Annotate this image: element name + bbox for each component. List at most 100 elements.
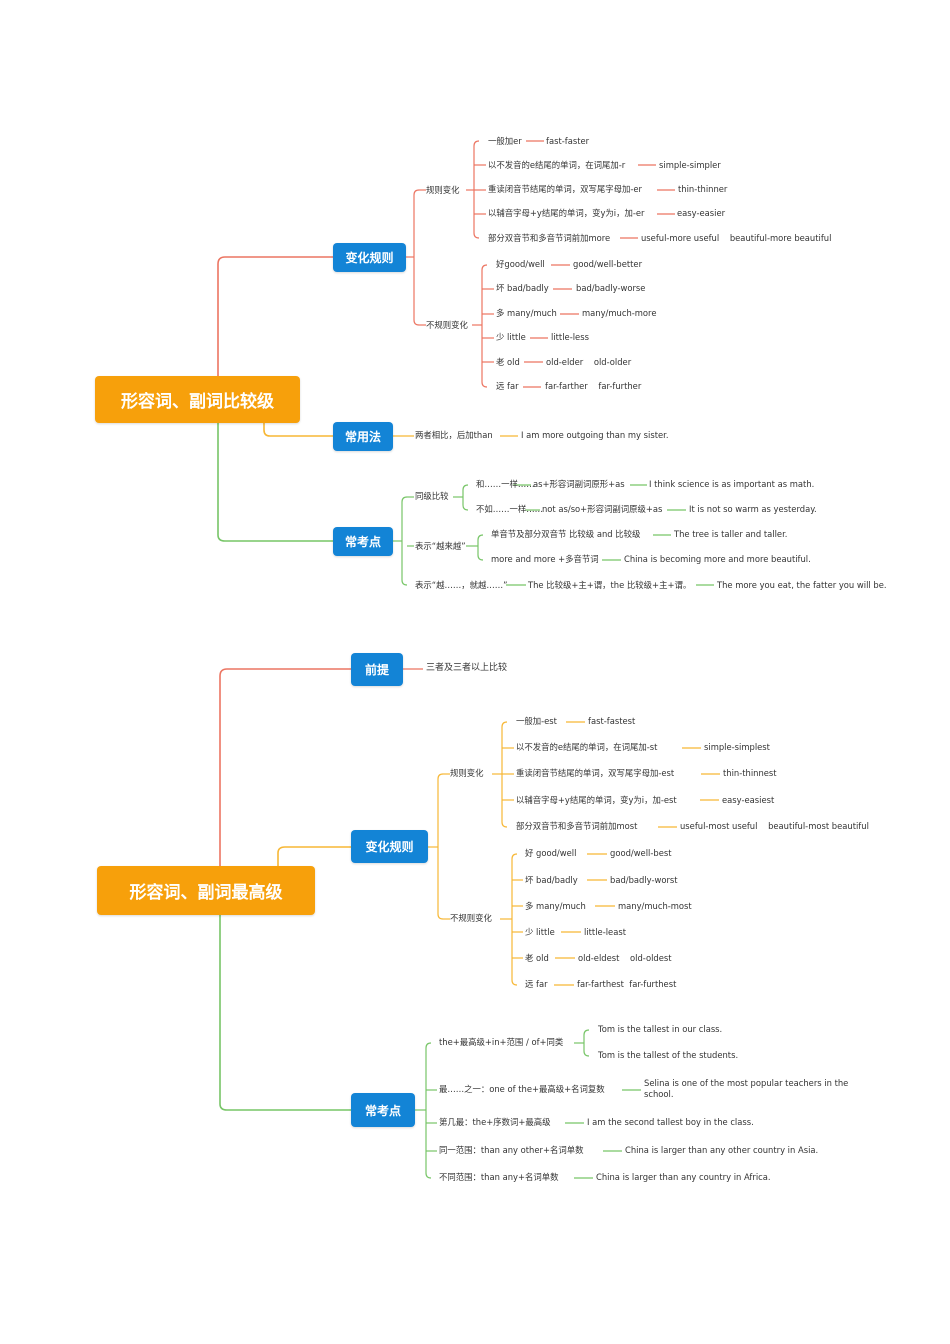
rule-item: 少 little [496,332,526,342]
connector [425,1042,432,1179]
example-item: bad/badly-worse [576,283,646,293]
connector [219,915,351,1111]
example-item: simple-simplest [704,742,770,752]
example-item: The more you eat, the fatter you will be… [717,580,887,590]
key-point-rule: 同一范围：than any other+名词单数 [439,1145,584,1155]
rule-item: 少 little [525,927,555,937]
connector [401,496,408,586]
example-item: far-farther far-further [545,381,642,391]
rule-item: 和……一样…… [476,479,535,489]
key-point-rule: 不同范围：than any+名词单数 [439,1172,559,1182]
rule-item: 好good/well [496,259,545,269]
connector [437,773,444,920]
example-item: Tom is the tallest in our class. [598,1024,723,1034]
rule-item: 远 far [525,979,548,989]
connector [583,1029,590,1057]
node-premise[interactable]: 前提 [351,653,403,686]
example-item: little-least [584,927,626,937]
example-item: many/much-more [582,308,657,318]
connector [263,423,333,437]
example-item: fast-fastest [588,716,636,726]
example-item: useful-more useful beautiful-more beauti… [641,233,832,243]
irregular-change-label-2: 不规则变化 [450,913,492,923]
example-item: simple-simpler [659,160,721,170]
example-item: thin-thinner [678,184,728,194]
irregular-change-label-1: 不规则变化 [426,320,468,330]
connector [462,484,469,511]
rule-item: 远 far [496,381,519,391]
example-item: thin-thinnest [723,768,777,778]
example-item: I am the second tallest boy in the class… [587,1117,754,1127]
example-item: far-farthest far-furthest [577,979,677,989]
key-point-rule: the+最高级+in+范围 / of+同类 [439,1037,564,1047]
example-item: old-elder old-older [546,357,632,367]
regular-change-label-1: 规则变化 [426,185,460,195]
node-change-rules-1[interactable]: 变化规则 [333,243,406,272]
rule-item: 以辅音字母+y结尾的单词，变y为i，加-est [516,795,677,805]
key-point-rule: 第几最：the+序数词+最高级 [439,1117,551,1127]
rule-item: 多 many/much [525,901,586,911]
rule-item: 单音节及部分双音节 比较级 and 比较级 [491,529,641,539]
the-more-label: 表示“越……，就越……” [415,580,508,590]
root-node-comparative[interactable]: 形容词、副词比较级 [95,376,300,423]
example-item: old-eldest old-oldest [578,953,672,963]
connector [277,846,351,866]
regular-change-label-2: 规则变化 [450,768,484,778]
usage-rule: 两者相比，后加than [415,430,493,440]
example-item: fast-faster [546,136,590,146]
rule-item: 好 good/well [525,848,577,858]
connector [511,853,518,986]
node-change-rules-2[interactable]: 变化规则 [351,830,428,863]
form-item: The 比较级+主+谓，the 比较级+主+谓。 [528,580,692,590]
example-item: China is larger than any other country i… [625,1145,819,1155]
rule-item: 不如……一样…… [476,504,543,514]
example-item: little-less [551,332,589,342]
example-item: China is larger than any country in Afri… [596,1172,771,1182]
rule-item: 重读闭音节结尾的单词，双写尾字母加-er [488,184,642,194]
connector [413,189,420,326]
node-key-points-2[interactable]: 常考点 [351,1093,415,1127]
example-item: easy-easiest [722,795,775,805]
root-node-superlative[interactable]: 形容词、副词最高级 [97,866,315,915]
rule-item: more and more +多音节词 [491,554,599,564]
example-item: I think science is as important as math. [649,479,815,489]
rule-item: 重读闭音节结尾的单词，双写尾字母加-est [516,768,675,778]
connector [481,264,488,388]
rule-item: 一般加-est [516,716,557,726]
rule-item: 以不发音的e结尾的单词，在词尾加-r [488,160,626,170]
connector [217,256,333,376]
form-item: not as/so+形容词副词原级+as [542,504,663,514]
premise-text: 三者及三者以上比较 [426,663,508,673]
example-item: The tree is taller and taller. [674,529,788,539]
connector [217,423,333,542]
node-key-points-1[interactable]: 常考点 [333,527,393,556]
rule-item: 多 many/much [496,308,557,318]
rule-item: 坏 bad/badly [496,283,549,293]
example-item: useful-most useful beautiful-most beauti… [680,821,869,831]
key-point-rule: 最……之一：one of the+最高级+名词复数 [439,1084,605,1094]
example-item: It is not so warm as yesterday. [689,504,817,514]
same-level-label: 同级比较 [415,491,449,501]
example-item: easy-easier [677,208,726,218]
rule-item: 老 old [525,953,549,963]
more-and-more-label: 表示“越来越” [415,541,466,551]
rule-item: 一般加er [488,136,522,146]
example-item: China is becoming more and more beautifu… [624,554,811,564]
rule-item: 部分双音节和多音节词前加most [516,821,638,831]
example-item: bad/badly-worst [610,875,678,885]
rule-item: 部分双音节和多音节词前加more [488,233,611,243]
node-common-usage[interactable]: 常用法 [333,422,393,451]
connector [219,668,351,866]
example-item: good/well-better [573,259,643,269]
rule-item: 以辅音字母+y结尾的单词，变y为i，加-er [488,208,645,218]
example-item: Tom is the tallest of the students. [598,1050,739,1060]
example-item: Selina is one of the most popular teache… [644,1078,849,1099]
example-item: many/much-most [618,901,692,911]
rule-item: 坏 bad/badly [525,875,578,885]
form-item: as+形容词副词原形+as [533,479,625,489]
example-item: good/well-best [610,848,672,858]
connector [477,534,484,561]
rule-item: 以不发音的e结尾的单词，在词尾加-st [516,742,658,752]
